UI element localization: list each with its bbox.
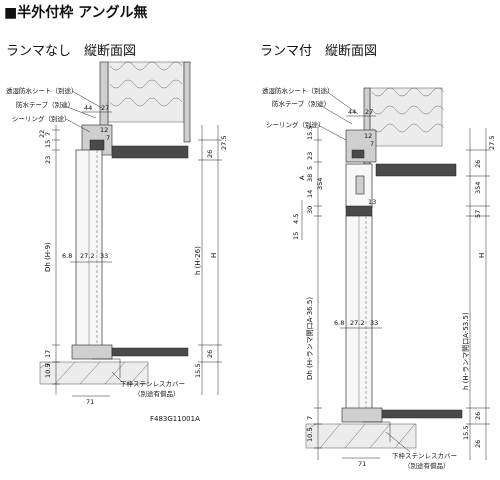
left-dim-H: H	[210, 253, 218, 258]
right-dim-27: 27	[365, 108, 373, 116]
right-dim-33: 33	[370, 319, 378, 327]
left-dim-r27-5: 27.5	[220, 136, 228, 150]
left-dim-44: 44	[84, 104, 92, 112]
left-dim-v15: 15	[44, 140, 52, 148]
left-dim-27-2: 27.2	[80, 252, 94, 260]
left-dim-r26b: 26	[206, 350, 214, 358]
left-dim-v23: 23	[44, 156, 52, 164]
left-callout-tape: 防水テープ（別途）	[16, 100, 74, 109]
left-dim-7: 7	[106, 134, 110, 142]
right-dim-v13: 13	[368, 198, 376, 206]
drawing-code: F483G11001A	[150, 415, 200, 423]
left-callout-sealing: シーリング（別途）	[12, 114, 71, 123]
right-insulation	[369, 87, 443, 147]
right-callout-cover: 下枠ステンレスカバー	[392, 451, 457, 460]
left-dim-6-8: 6.8	[62, 252, 72, 260]
left-foundation	[39, 361, 149, 385]
right-dim-v38: 38	[306, 174, 314, 182]
left-dim-dh: Dh (H-9)	[44, 242, 52, 272]
right-dim-vA: A	[298, 175, 306, 180]
subtitle-with-transom: ランマ付 縦断面図	[260, 44, 378, 59]
right-transom-bar	[345, 205, 373, 217]
left-dim-bot7: 7	[44, 363, 52, 367]
left-callout-sheet: 透湿防水シート（別途）	[6, 86, 78, 95]
subtitle-no-transom: ランマなし 縦断面図	[6, 44, 137, 59]
right-foundation	[305, 423, 417, 449]
right-dim-H: H	[478, 253, 486, 258]
right-dim-v23: 23	[306, 152, 314, 160]
right-dim-7: 7	[370, 140, 374, 148]
right-dim-bot7: 7	[306, 416, 314, 420]
right-callout-tape: 防水テープ（別途）	[272, 99, 330, 108]
left-dim-71: 71	[86, 398, 94, 406]
right-callout-sealing: シーリング（別途）	[266, 120, 325, 129]
right-dim-v15: 15	[292, 232, 300, 240]
right-dim-r354: 354	[474, 182, 482, 194]
right-dim-v15-5: 15.5	[306, 126, 314, 140]
right-dim-71: 71	[358, 460, 366, 468]
right-dim-12: 12	[364, 132, 372, 140]
left-dim-v22: 22	[38, 130, 46, 138]
page-title: ■半外付枠 アングル無	[4, 5, 148, 21]
left-ceiling-board	[111, 145, 189, 159]
left-insulation	[107, 61, 185, 123]
right-sill-frame	[341, 407, 383, 423]
left-stud-right	[183, 61, 191, 143]
left-sill-frame	[71, 344, 113, 360]
right-floor-board	[381, 409, 463, 419]
left-floor-board	[111, 347, 189, 357]
left-head-detail	[89, 139, 105, 151]
right-dim-r26: 26	[474, 160, 482, 168]
left-dim-33: 33	[100, 252, 108, 260]
left-dim-r26: 26	[206, 150, 214, 158]
right-dim-v14: 14	[306, 190, 314, 198]
left-dim-r15-5: 15.5	[194, 364, 202, 378]
left-dim-bot17: 17	[44, 350, 52, 358]
right-dim-h: h (H-ランマ開口A-53.5)	[462, 312, 470, 390]
left-dim-bot10-5: 10.5	[44, 364, 52, 378]
right-dim-r26c: 26	[474, 440, 482, 448]
left-dim-27: 27	[101, 104, 109, 112]
left-dim-v7: 7	[44, 132, 52, 136]
left-dim-h: h (H-26)	[194, 246, 202, 275]
right-dim-6-8: 6.8	[334, 319, 344, 327]
right-dim-v30: 30	[306, 206, 314, 214]
right-dim-dh: Dh (H-ランマ開口A-36.5)	[306, 297, 314, 380]
right-dim-44: 44	[348, 108, 356, 116]
right-dim-bot10-5: 10.5	[306, 428, 314, 442]
left-dim-12: 12	[100, 126, 108, 134]
right-dim-v354: 354	[316, 178, 324, 190]
right-dim-r26b: 26	[474, 412, 482, 420]
right-dim-r15-5: 15.5	[462, 426, 470, 440]
right-dim-v5: 5	[306, 166, 314, 170]
right-dim-r57: 57	[474, 210, 482, 218]
right-section: 透湿防水シート（別途） 防水テープ（別途） シーリング（別途） 44 27 12…	[262, 86, 496, 470]
left-section: 透湿防水シート（別途） 防水テープ（別途） シーリング（別途） 44 27 12…	[6, 61, 228, 423]
right-callout-cover-note: （別途有償品）	[404, 461, 450, 470]
right-dim-27-2: 27.2	[350, 319, 364, 327]
right-dim-v4-5: 4.5	[292, 214, 300, 224]
right-dim-r27-5: 27.5	[488, 136, 496, 150]
left-callout-cover-note: （別途有償品）	[134, 389, 180, 398]
right-transom-handle	[355, 175, 365, 195]
left-callout-cover: 下枠ステンレスカバー	[120, 379, 185, 388]
right-ceiling-board	[375, 163, 457, 177]
right-head-detail	[351, 149, 365, 159]
right-callout-sheet: 透湿防水シート（別途）	[262, 86, 334, 95]
